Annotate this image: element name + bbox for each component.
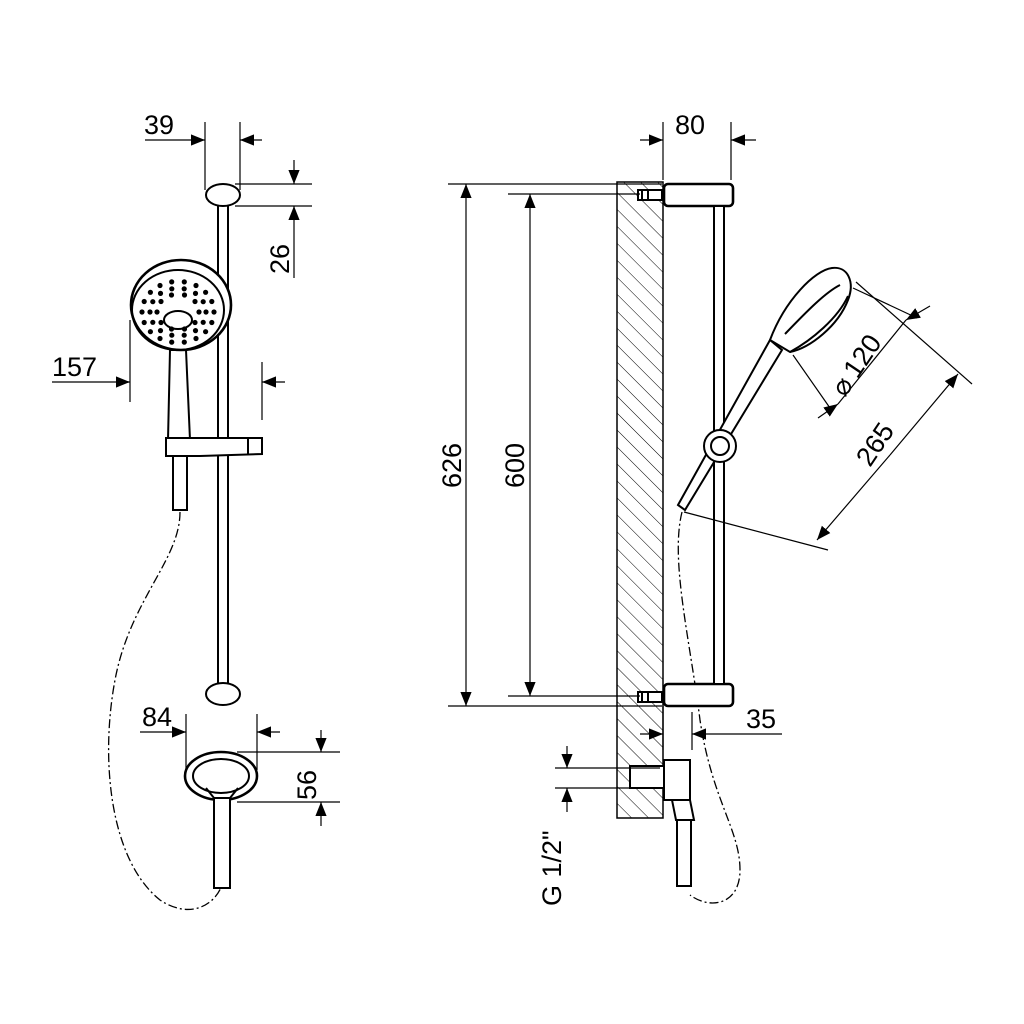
dim-80-label: 80	[675, 110, 705, 140]
nozzle-dot	[209, 298, 215, 305]
dim-35-label: 35	[746, 704, 776, 734]
dim-thread: G 1/2"	[537, 746, 660, 906]
nozzle-dot	[158, 319, 164, 326]
side-bottom-bracket	[662, 682, 735, 708]
dim-26-label: 26	[265, 244, 295, 274]
shower-head	[129, 258, 233, 352]
nozzle-dot	[192, 319, 198, 326]
wall-section	[616, 181, 664, 819]
side-view: 80 626 600 35	[437, 110, 973, 906]
dim-56-label: 56	[292, 770, 322, 800]
nozzle-dot	[203, 289, 209, 295]
nozzle-dot	[181, 279, 187, 285]
side-top-bracket	[662, 182, 735, 208]
dim-56: 56	[237, 730, 340, 826]
dim-120-label: 120	[837, 329, 887, 383]
nozzle-dot	[147, 329, 153, 335]
top-bracket	[205, 183, 241, 207]
side-wall-outlet	[629, 759, 696, 887]
dim-265-label: 265	[850, 417, 900, 471]
nozzle-dot	[181, 339, 187, 345]
nozzle-dot	[192, 290, 199, 296]
side-handshower	[676, 266, 852, 512]
dim-84-label: 84	[142, 702, 172, 732]
nozzle-dot	[181, 332, 187, 338]
nozzle-dot	[203, 329, 209, 335]
nozzle-dot	[158, 298, 164, 305]
nozzle-dot	[200, 319, 206, 325]
shower-nozzles	[139, 279, 217, 345]
nozzle-dot	[209, 319, 215, 326]
dim-157: 157	[52, 320, 285, 420]
nozzle-dot	[147, 289, 153, 295]
nozzle-dot	[141, 319, 147, 326]
nozzle-dot	[211, 309, 217, 315]
slider-holder	[165, 437, 263, 457]
nozzle-dot	[200, 299, 206, 305]
front-wall-outlet	[183, 750, 259, 889]
nozzle-dot	[192, 298, 198, 305]
dim-600-label: 600	[500, 443, 530, 488]
dim-84: 84	[140, 702, 280, 770]
dim-26: 26	[235, 160, 312, 278]
nozzle-dot	[193, 282, 199, 289]
nozzle-dot	[192, 328, 199, 334]
side-slider-holder	[703, 429, 737, 463]
nozzle-dot	[157, 290, 164, 296]
nozzle-dot	[141, 298, 147, 305]
nozzle-dot	[196, 309, 202, 315]
nozzle-dot	[157, 328, 164, 334]
bottom-wall-screw	[637, 691, 663, 703]
front-hose	[108, 511, 223, 911]
dim-thread-label: G 1/2"	[537, 830, 567, 906]
nozzle-dot	[169, 286, 175, 292]
nozzle-dot	[150, 299, 156, 305]
nozzle-dot	[203, 309, 209, 315]
top-wall-screw	[637, 189, 663, 201]
nozzle-dot	[193, 335, 199, 342]
dim-35: 35	[640, 704, 782, 750]
nozzle-dot	[147, 309, 153, 315]
dim-39-label: 39	[144, 110, 174, 140]
nozzle-dot	[168, 292, 175, 298]
nozzle-dot	[169, 279, 175, 285]
nozzle-dot	[157, 282, 163, 289]
front-view: 39 26 157 84	[52, 110, 340, 911]
handshower-handle	[166, 349, 192, 441]
nozzle-dot	[181, 286, 187, 292]
nozzle-dot	[169, 339, 175, 345]
nozzle-dot	[181, 292, 188, 298]
dim-80: 80	[640, 110, 756, 180]
dim-626-label: 626	[437, 443, 467, 488]
nozzle-dot	[154, 309, 160, 315]
dim-39: 39	[144, 110, 262, 190]
nozzle-dot	[150, 319, 156, 325]
side-hose	[677, 511, 741, 904]
nozzle-dot	[169, 332, 175, 338]
dim-600: 600	[500, 193, 640, 697]
nozzle-dot	[157, 335, 163, 342]
dim-626: 626	[437, 183, 662, 707]
dim-157-label: 157	[52, 352, 97, 382]
bottom-bracket	[205, 682, 241, 706]
nozzle-dot	[139, 309, 145, 315]
